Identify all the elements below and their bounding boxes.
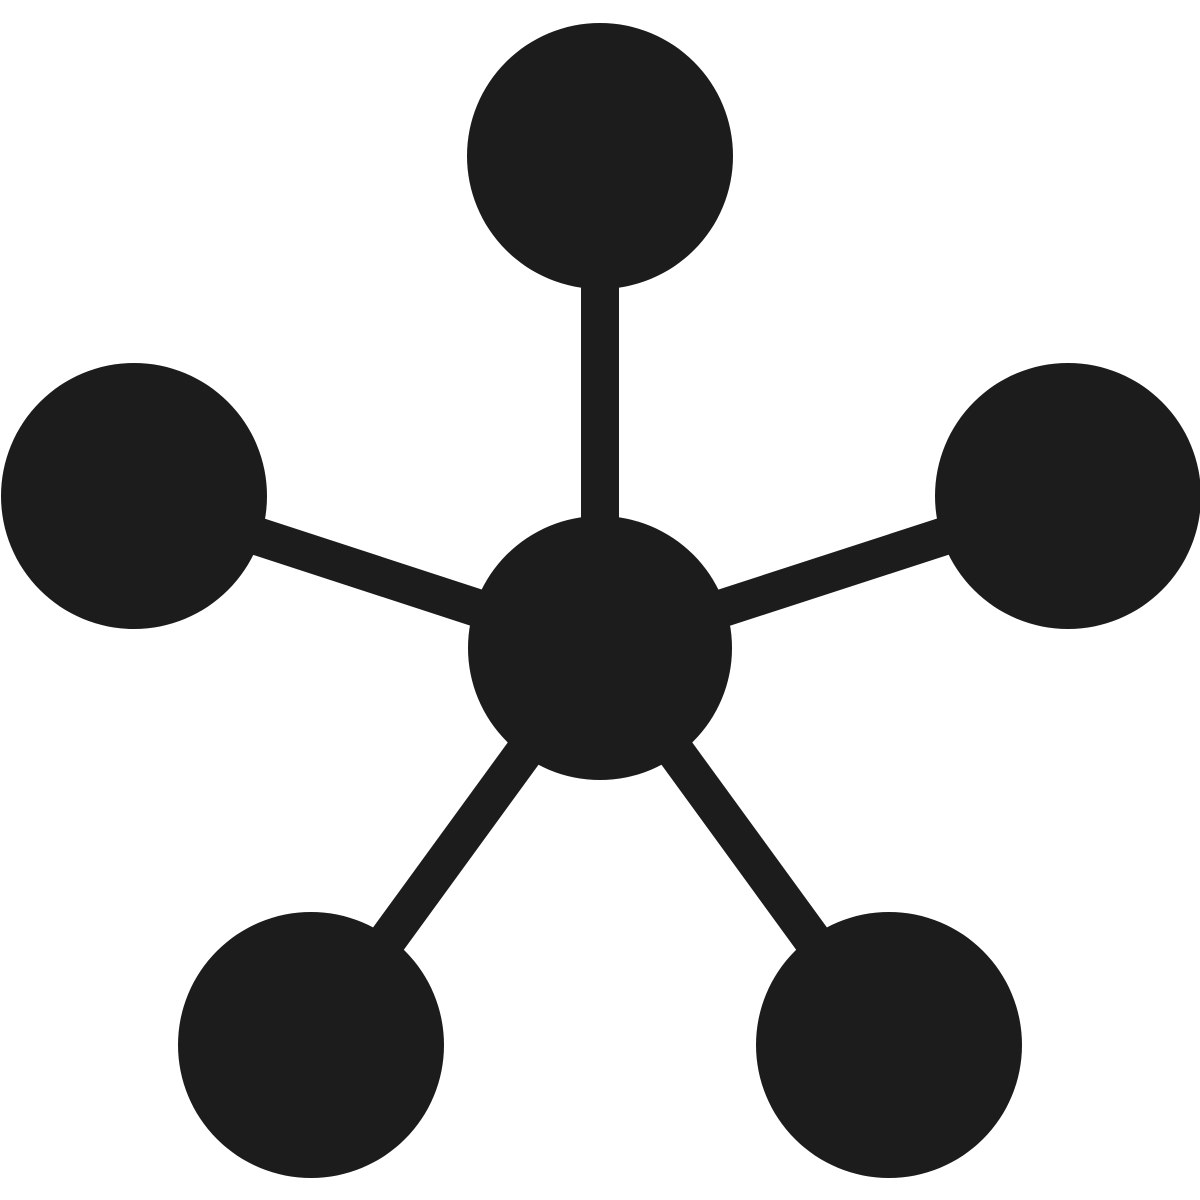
node-center-hub [468, 516, 732, 780]
nodes [1, 23, 1200, 1178]
node-upper-right [935, 363, 1200, 629]
node-top [467, 23, 733, 289]
node-lower-right [756, 912, 1022, 1178]
node-upper-left [1, 363, 267, 629]
node-lower-left [178, 912, 444, 1178]
